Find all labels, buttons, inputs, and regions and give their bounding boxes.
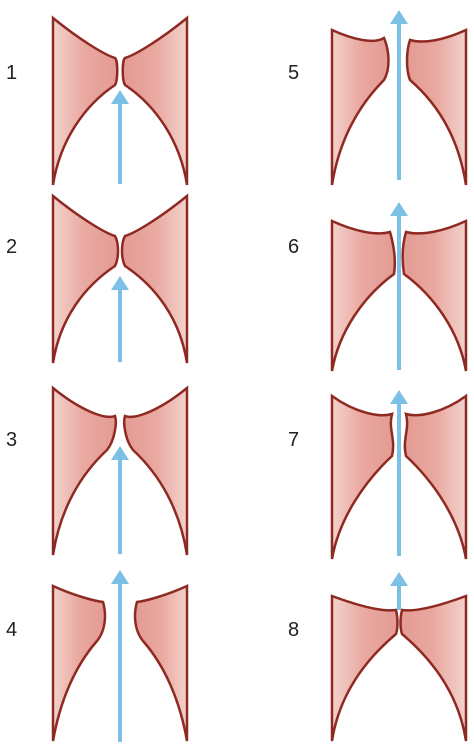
right-fold [401,596,467,741]
panel-number-4: 4 [6,620,17,640]
airflow-arrow [111,446,129,554]
left-fold [332,221,395,371]
panel-4 [45,566,195,741]
left-fold [53,586,105,741]
left-fold [53,196,118,363]
right-fold [122,196,187,363]
left-fold [332,396,393,559]
right-fold [123,18,187,185]
right-fold [135,586,187,741]
panel-number-6: 6 [288,237,299,257]
panel-number-3: 3 [6,430,17,450]
left-fold [332,596,398,741]
left-fold [332,30,389,185]
panel-1 [45,10,195,185]
airflow-arrow [111,90,129,184]
panel-number-1: 1 [6,63,17,83]
panel-5 [324,10,474,185]
left-fold [53,18,117,185]
panel-8 [324,566,474,741]
airflow-arrow [111,276,129,362]
right-fold [407,30,466,185]
right-fold [403,221,466,371]
right-fold [405,396,466,559]
airflow-arrow [390,572,408,610]
panel-number-5: 5 [288,63,299,83]
left-fold [53,388,116,555]
airflow-arrow [390,10,408,180]
panel-3 [45,380,195,555]
panel-7 [324,384,474,559]
right-fold [124,388,187,555]
airflow-arrow [390,202,408,370]
panel-2 [45,188,195,363]
panel-number-8: 8 [288,620,299,640]
airflow-arrow [111,570,129,742]
panel-number-7: 7 [288,430,299,450]
panel-number-2: 2 [6,237,17,257]
panel-6 [324,196,474,371]
